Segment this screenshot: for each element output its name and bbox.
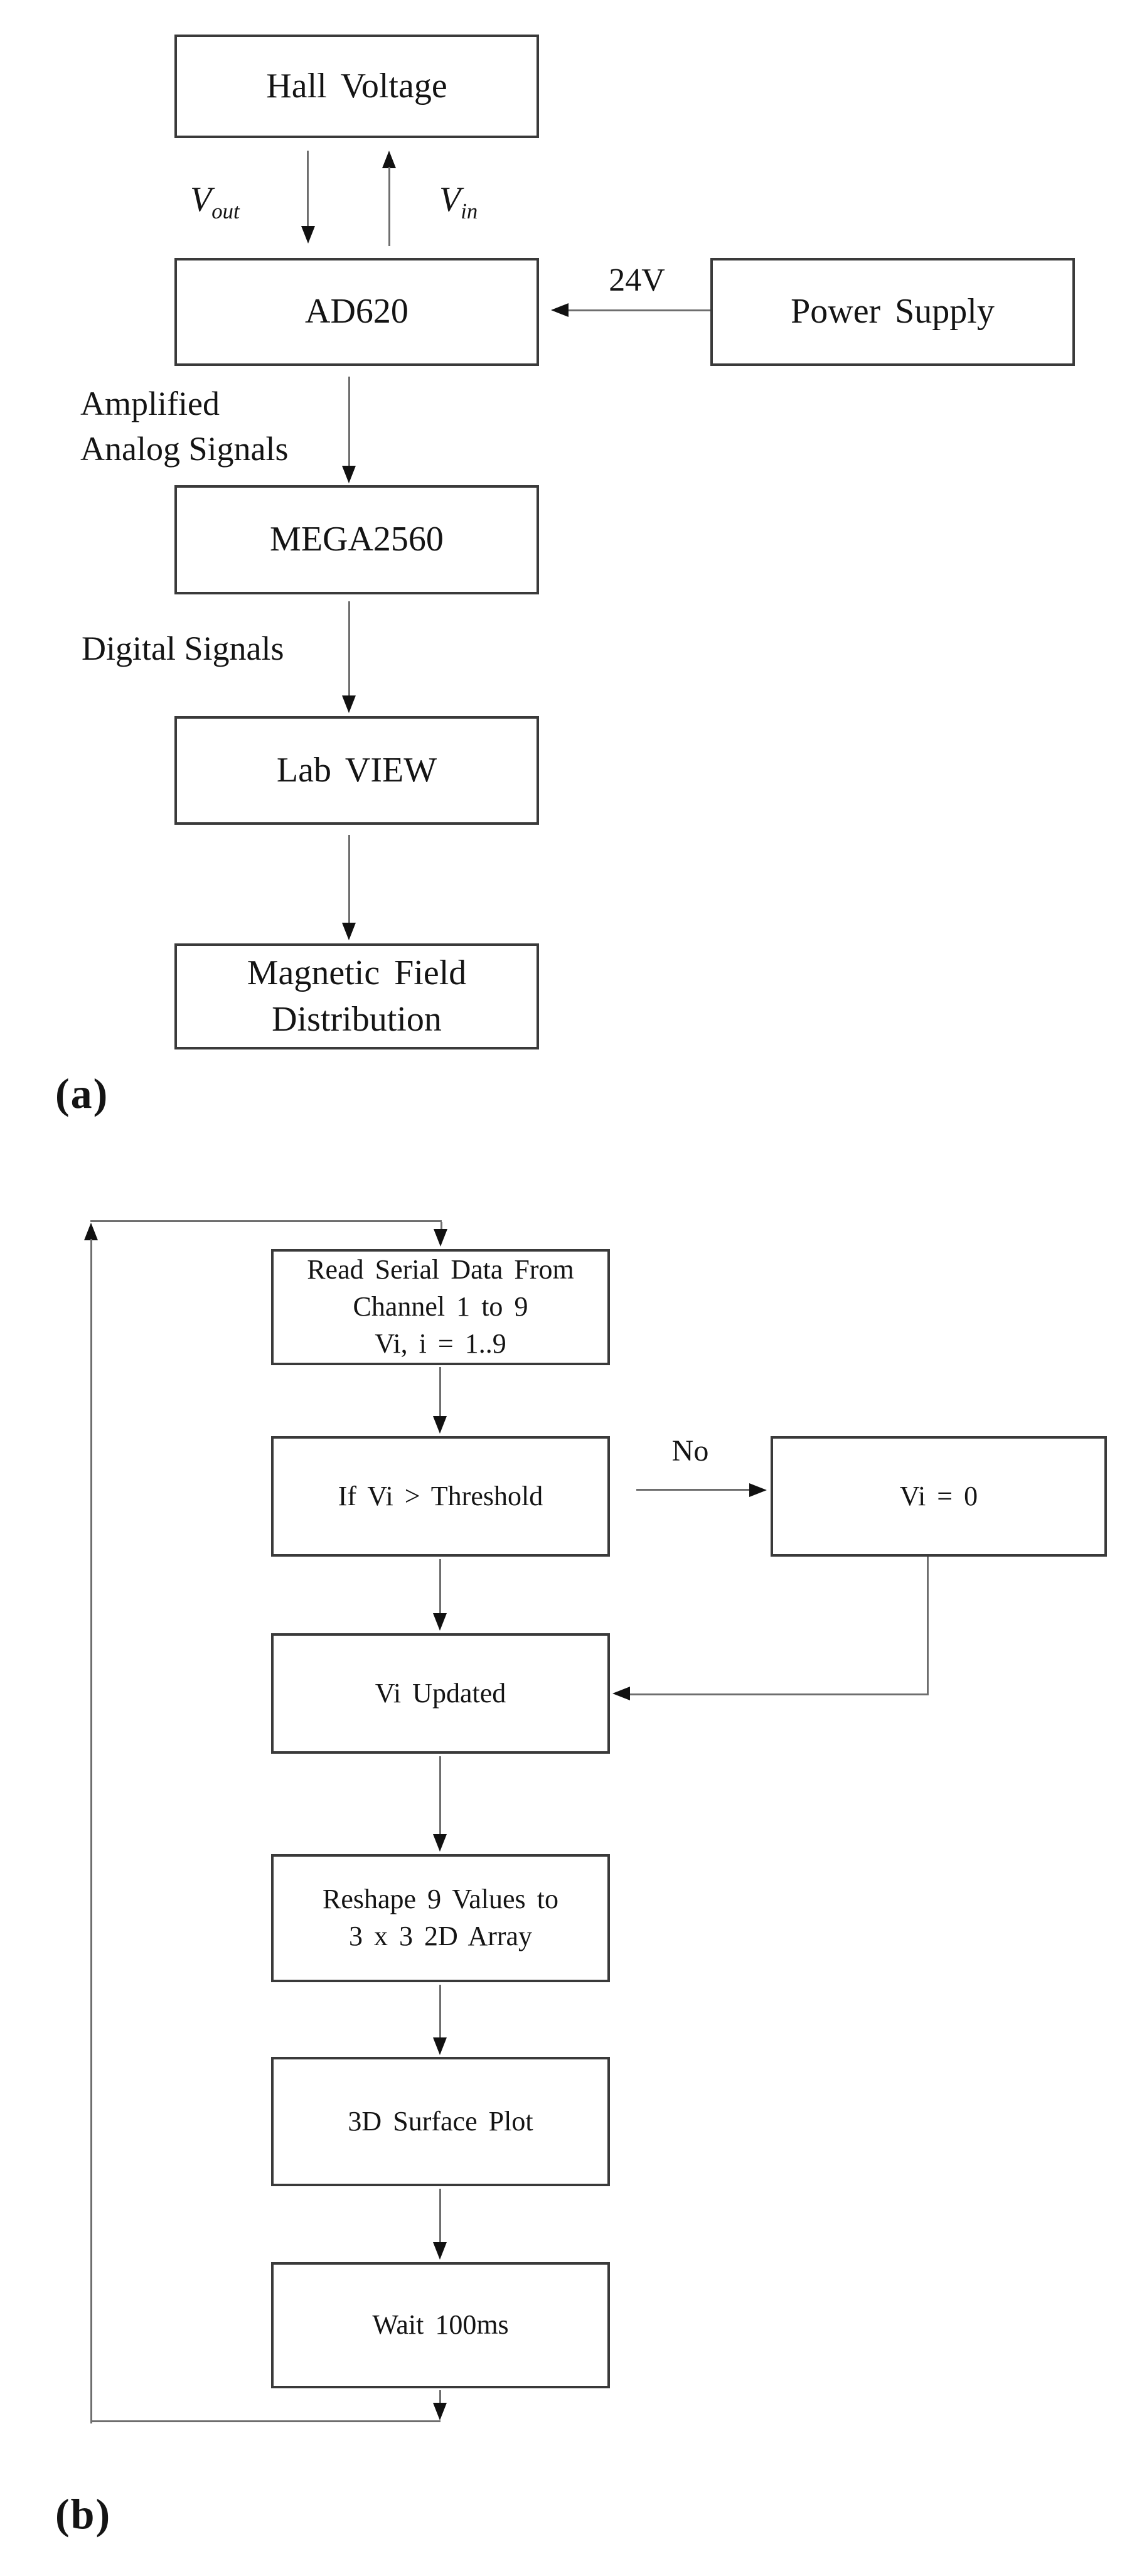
labview-label: Lab VIEW (276, 750, 437, 790)
read-line-1: Read Serial Data From (307, 1254, 574, 1285)
reshape-line-2: 3 x 3 2D Array (348, 1921, 533, 1951)
vi-zero-return-arrowhead-icon (612, 1687, 630, 1700)
loop-arrowhead-up-icon (84, 1223, 98, 1240)
loop-top-line (90, 1220, 442, 1222)
hall-voltage-box: Hall Voltage (174, 35, 539, 138)
surface-to-wait-line (439, 2189, 441, 2242)
power-arrowhead-left-icon (551, 303, 569, 317)
vin-arrow-line (388, 167, 390, 246)
loop-entry-arrowhead-icon (434, 1229, 447, 1247)
magnetic-field-distribution-box: Magnetic Field Distribution (174, 943, 539, 1049)
vi-zero-box: Vi = 0 (771, 1436, 1107, 1557)
threshold-to-updated-line (439, 1559, 441, 1613)
loop-entry-line (441, 1222, 442, 1230)
surface-to-wait-arrowhead-icon (433, 2242, 447, 2260)
ad620-box: AD620 (174, 258, 539, 366)
amplified-line-2: Analog Signals (80, 429, 289, 468)
labview-box: Lab VIEW (174, 716, 539, 825)
vout-label: Vout (190, 180, 240, 224)
surface-plot-label: 3D Surface Plot (348, 2105, 533, 2137)
power-supply-box: Power Supply (710, 258, 1075, 366)
amplified-analog-signals-label: Amplified Analog Signals (80, 382, 289, 472)
labview-to-magnetic-arrowhead-icon (342, 923, 356, 940)
mega-to-labview-arrowhead-icon (342, 695, 356, 713)
labview-to-magnetic-line (348, 835, 350, 923)
threshold-decision-box: If Vi > Threshold (271, 1436, 610, 1557)
vi-zero-return-horizontal-line (629, 1693, 929, 1695)
wait-box: Wait 100ms (271, 2262, 610, 2388)
read-to-threshold-line (439, 1367, 441, 1416)
wait-label: Wait 100ms (372, 2309, 509, 2341)
loop-left-line (90, 1239, 92, 2423)
vin-arrowhead-up-icon (382, 151, 396, 168)
no-branch-label: No (671, 1434, 709, 1468)
no-branch-line (636, 1489, 750, 1491)
vout-symbol: V (190, 180, 212, 219)
read-line-3: Vi, i = 1..9 (375, 1328, 506, 1359)
vout-arrow-line (307, 151, 309, 227)
reshape-box: Reshape 9 Values to 3 x 3 2D Array (271, 1854, 610, 1982)
read-serial-data-box: Read Serial Data From Channel 1 to 9 Vi,… (271, 1249, 610, 1365)
updated-to-reshape-arrowhead-icon (433, 1834, 447, 1852)
ad620-to-mega-line (348, 377, 350, 466)
vi-zero-label: Vi = 0 (899, 1480, 978, 1511)
magnetic-line-2: Distribution (272, 999, 442, 1039)
vin-label: Vin (439, 180, 478, 224)
wait-to-loop-arrowhead-icon (433, 2403, 447, 2420)
vi-zero-return-vertical-line (927, 1557, 929, 1695)
threshold-label: If Vi > Threshold (338, 1480, 543, 1511)
power-to-ad620-line (569, 309, 710, 311)
mega2560-label: MEGA2560 (270, 520, 444, 559)
power-supply-label: Power Supply (791, 292, 995, 331)
subfigure-b-caption: (b) (55, 2490, 112, 2538)
amplified-line-1: Amplified (80, 385, 220, 422)
no-branch-arrowhead-icon (749, 1483, 767, 1497)
vin-symbol: V (439, 180, 461, 219)
vin-subscript: in (461, 199, 478, 224)
mega2560-box: MEGA2560 (174, 485, 539, 594)
surface-plot-box: 3D Surface Plot (271, 2057, 610, 2186)
wait-to-loop-line (439, 2390, 441, 2404)
magnetic-line-1: Magnetic Field (247, 953, 467, 992)
threshold-to-updated-arrowhead-icon (433, 1613, 447, 1631)
loop-bottom-line (90, 2420, 441, 2422)
vi-updated-box: Vi Updated (271, 1633, 610, 1754)
supply-voltage-label: 24V (609, 262, 665, 298)
subfigure-a-caption: (a) (55, 1070, 109, 1117)
updated-to-reshape-line (439, 1756, 441, 1834)
hall-voltage-label: Hall Voltage (266, 66, 447, 105)
reshape-to-surface-arrowhead-icon (433, 2037, 447, 2055)
read-line-2: Channel 1 to 9 (353, 1291, 528, 1323)
mega-to-labview-line (348, 601, 350, 695)
vout-arrowhead-down-icon (301, 226, 315, 244)
reshape-line-1: Reshape 9 Values to (323, 1884, 558, 1915)
ad620-to-mega-arrowhead-icon (342, 466, 356, 483)
ad620-label: AD620 (305, 292, 408, 331)
read-to-threshold-arrowhead-icon (433, 1416, 447, 1434)
vi-updated-label: Vi Updated (375, 1677, 506, 1709)
reshape-to-surface-line (439, 1985, 441, 2037)
vout-subscript: out (211, 199, 240, 224)
digital-signals-label: Digital Signals (82, 630, 284, 667)
